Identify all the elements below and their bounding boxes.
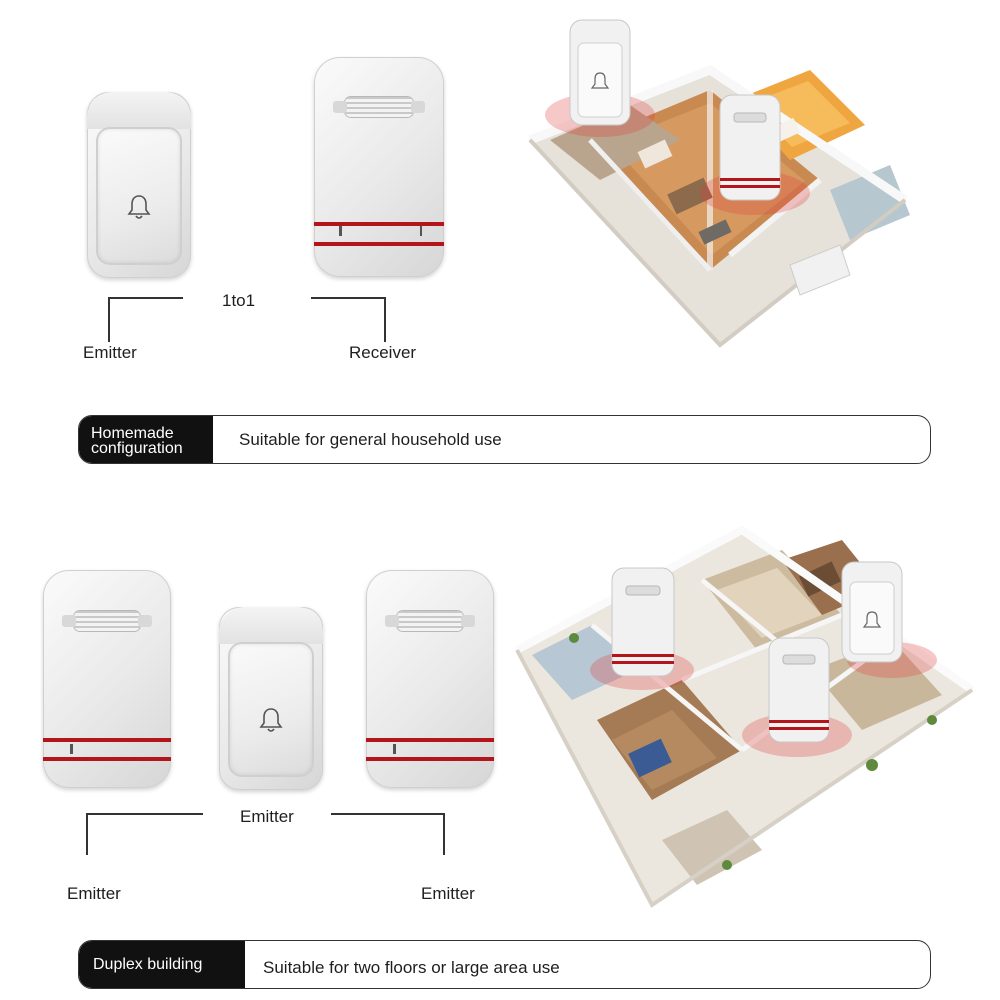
connector-line bbox=[108, 297, 183, 299]
bell-icon bbox=[127, 195, 151, 219]
connector-line bbox=[384, 297, 386, 342]
pairing-label: 1to1 bbox=[222, 291, 256, 310]
receiver-red-stripe-bottom bbox=[43, 757, 171, 762]
connector-line bbox=[86, 813, 203, 815]
receiver-indicator-mark bbox=[420, 226, 422, 237]
receiver-device-right bbox=[366, 570, 494, 788]
connector-line bbox=[443, 813, 445, 855]
bell-icon bbox=[259, 708, 283, 732]
receiver-red-stripe-top bbox=[366, 737, 494, 742]
receiver-indicator-mark bbox=[339, 226, 342, 237]
receiver-red-stripe-bottom bbox=[366, 757, 494, 762]
right-emitter-label: Emitter bbox=[421, 884, 475, 903]
connector-line bbox=[86, 813, 88, 855]
speaker-grille-icon bbox=[384, 611, 475, 632]
banner-description: Suitable for two floors or large area us… bbox=[263, 958, 560, 977]
banner-tag: Duplex building bbox=[79, 941, 245, 988]
receiver-device bbox=[314, 57, 444, 277]
receiver-red-stripe-top bbox=[43, 737, 171, 742]
receiver-red-stripe-top bbox=[314, 222, 444, 226]
emitter-button-face bbox=[98, 129, 180, 264]
banner-tag: Homemade configuration bbox=[79, 416, 213, 463]
homemade-configuration-banner: Homemade configuration Suitable for gene… bbox=[78, 415, 931, 464]
receiver-indicator-mark bbox=[393, 744, 396, 755]
center-emitter-label: Emitter bbox=[240, 807, 294, 826]
floor-plan-illustration bbox=[515, 525, 975, 908]
emitter-button-face bbox=[230, 643, 312, 776]
receiver-indicator-mark bbox=[70, 744, 73, 755]
connector-line bbox=[108, 297, 110, 342]
receiver-device-left bbox=[43, 570, 171, 788]
duplex-building-banner: Duplex building Suitable for two floors … bbox=[78, 940, 931, 989]
speaker-grille-icon bbox=[333, 96, 425, 117]
emitter-device-center bbox=[219, 607, 323, 790]
speaker-grille-icon bbox=[61, 611, 152, 632]
left-emitter-label: Emitter bbox=[67, 884, 121, 903]
emitter-device bbox=[87, 92, 191, 278]
house-cutaway-illustration bbox=[528, 19, 910, 348]
receiver-red-stripe-bottom bbox=[314, 241, 444, 246]
banner-description: Suitable for general household use bbox=[239, 430, 502, 449]
receiver-label: Receiver bbox=[349, 343, 417, 362]
emitter-top-band bbox=[219, 607, 323, 644]
connector-line bbox=[311, 297, 385, 299]
banner-tag-line2: configuration bbox=[91, 440, 183, 457]
connector-line bbox=[331, 813, 444, 815]
emitter-label: Emitter bbox=[83, 343, 137, 362]
banner-tag-line1: Homemade bbox=[91, 425, 174, 442]
emitter-top-band bbox=[87, 92, 191, 130]
banner-tag-text: Duplex building bbox=[93, 956, 203, 973]
